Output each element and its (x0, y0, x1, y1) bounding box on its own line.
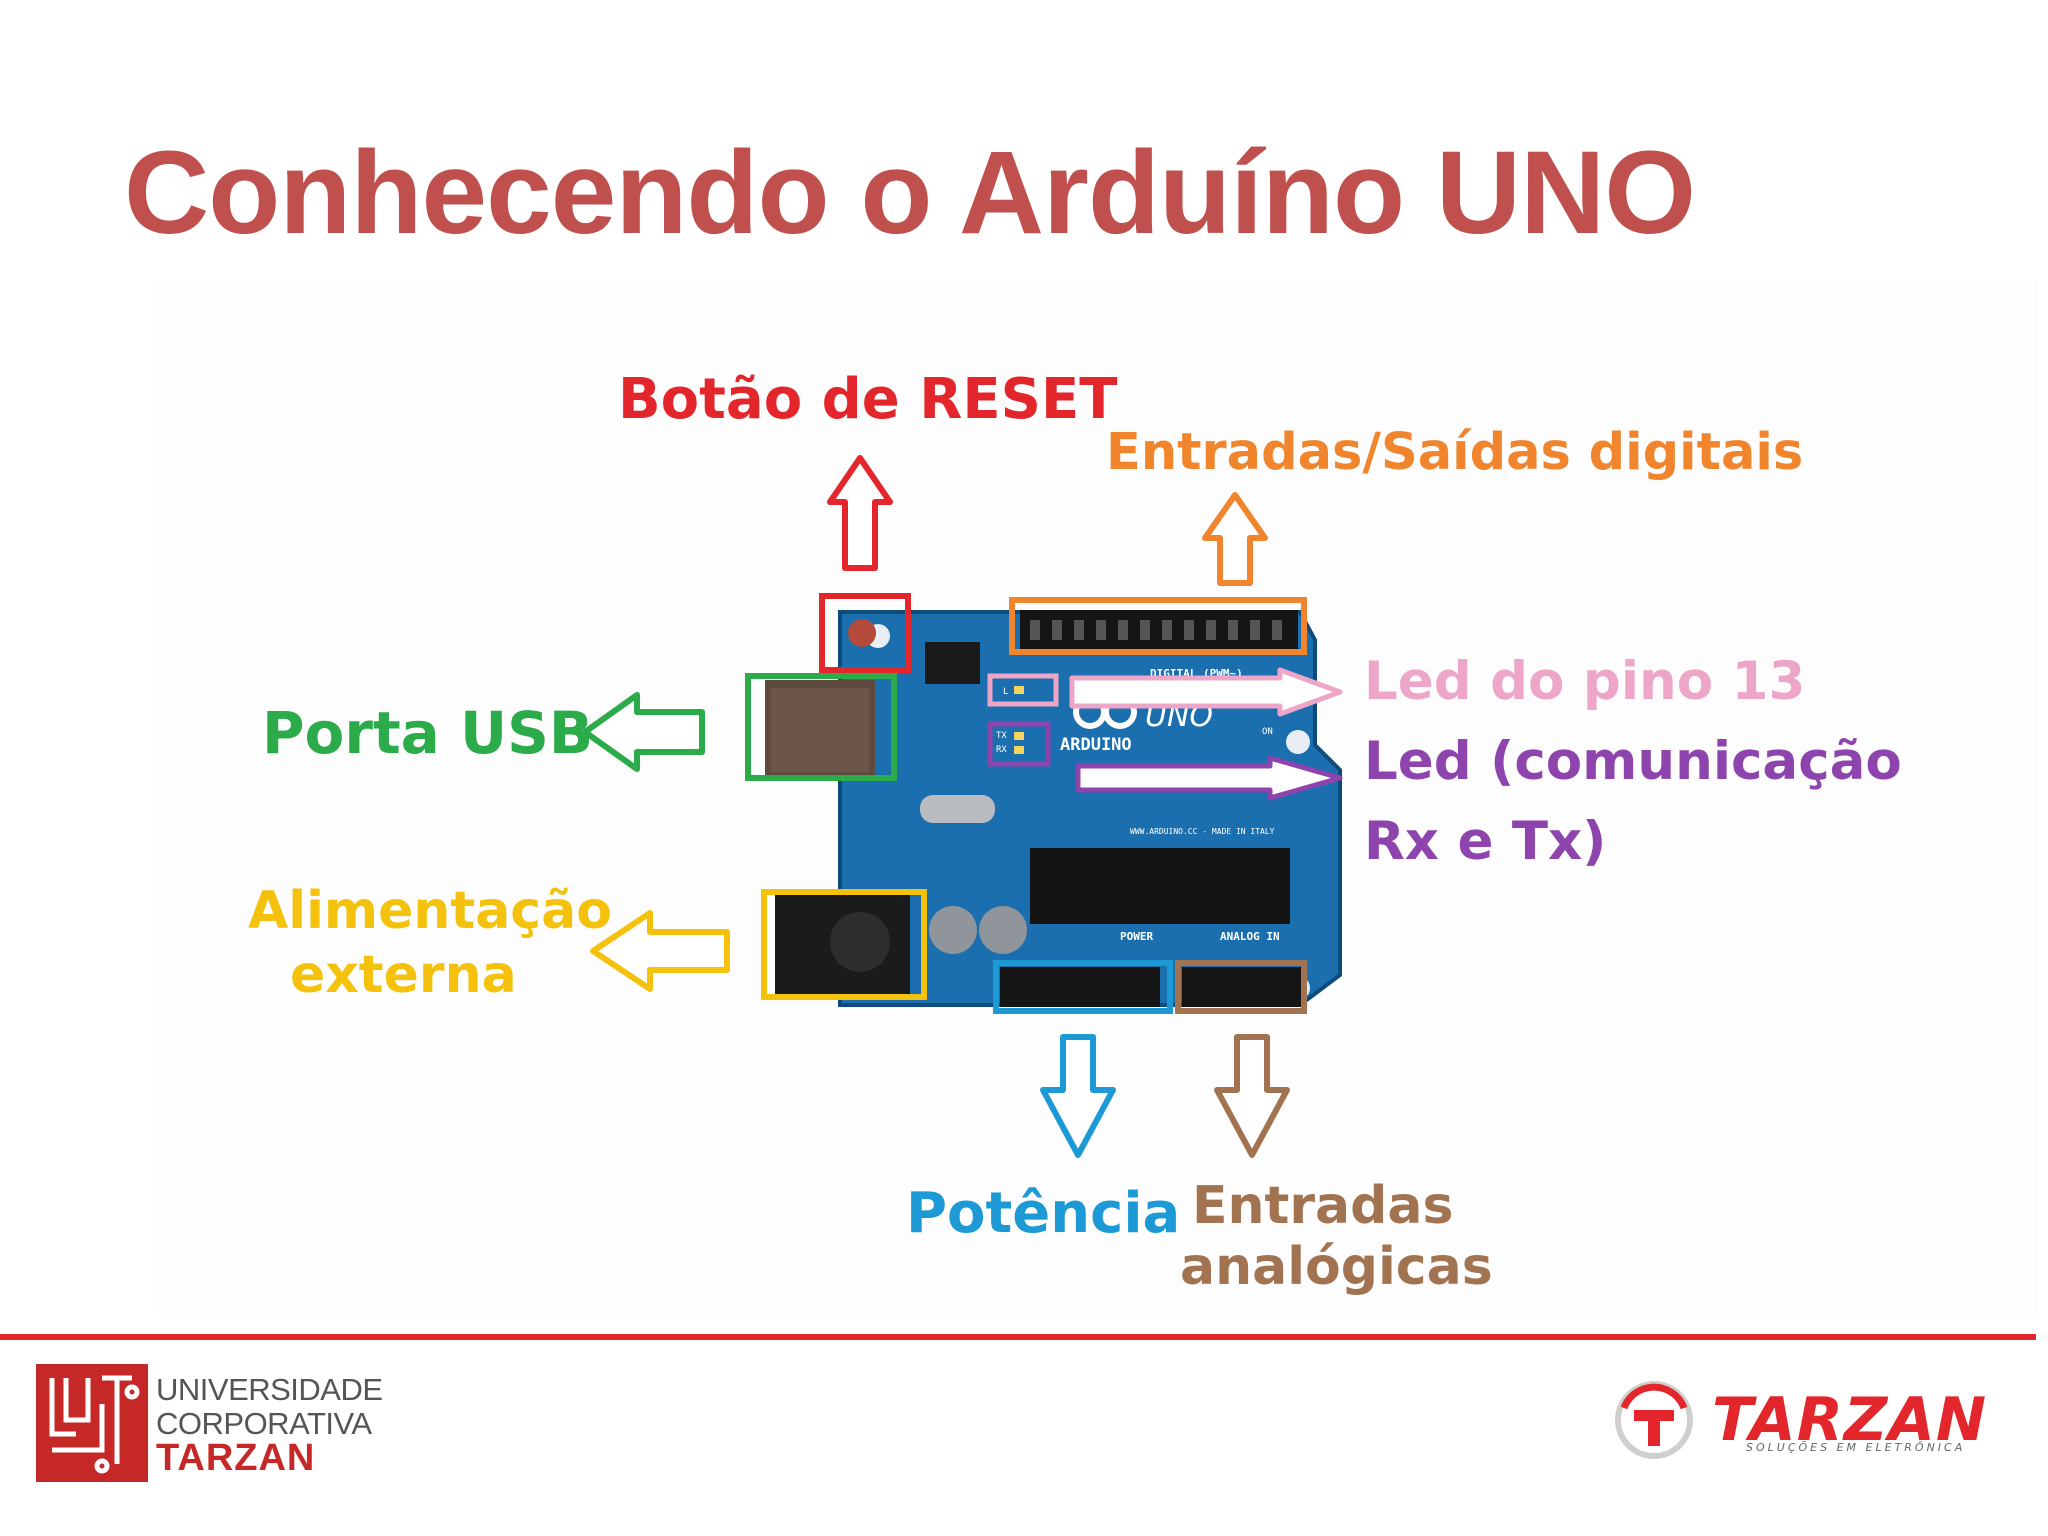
digital-highlight-box (1009, 597, 1307, 655)
reset-label: Botão de RESET (618, 367, 1118, 432)
digital-arrow-icon (1202, 492, 1268, 586)
digital-label: Entradas/Saídas digitais (1106, 423, 1804, 482)
board-brand: ARDUINO (1060, 735, 1132, 755)
analog-label-line2: analógicas (1180, 1237, 1493, 1297)
board-led-on: ON (1262, 727, 1273, 737)
slide-title: Conhecendo o Arduíno UNO (124, 127, 1696, 259)
universidade-logo-icon (36, 1364, 148, 1482)
led13-arrow-icon (1069, 667, 1343, 717)
board-led-tx: TX (996, 731, 1007, 741)
universidade-name: UNIVERSIDADE CORPORATIVA TARZAN (156, 1372, 383, 1479)
analog-header-highlight-box (1175, 960, 1307, 1014)
board-power-label: POWER (1120, 930, 1153, 943)
analog-label-line1: Entradas (1192, 1176, 1454, 1236)
power-label: Potência (906, 1181, 1181, 1246)
board-analog-label: ANALOG IN (1220, 930, 1280, 943)
footer-divider (0, 1334, 2036, 1340)
uc-line1: UNIVERSIDADE (156, 1372, 383, 1407)
reset-highlight-box (819, 593, 911, 673)
reset-arrow-icon (827, 455, 893, 571)
tarzan-logo-icon (1615, 1381, 1693, 1459)
usb-label: Porta USB (262, 699, 594, 767)
ledcom-arrow-icon (1075, 755, 1343, 801)
power-jack-highlight-box (761, 889, 927, 1000)
analog-arrow-icon (1214, 1034, 1290, 1158)
power-ext-label-line2: externa (290, 945, 517, 1005)
arduino-board: ARDUINO UNO DIGITAL (PWM~) POWER ANALOG … (765, 610, 1342, 1007)
tarzan-tagline: SOLUÇÕES EM ELETRÔNICA (1746, 1441, 1966, 1454)
power-header-highlight-box (993, 960, 1173, 1014)
power-arrow-icon (1040, 1034, 1116, 1158)
board-site: WWW.ARDUINO.CC - MADE IN ITALY (1130, 827, 1275, 836)
board-led-l: L (1003, 687, 1008, 697)
led13-highlight-box (987, 673, 1059, 707)
power-ext-label-line1: Alimentação (248, 881, 612, 941)
tarzan-name: TARZAN (1712, 1385, 1988, 1455)
usb-arrow-icon (582, 692, 705, 772)
uc-line2: CORPORATIVA (156, 1406, 372, 1441)
ledcom-label-line1: Led (comunicação (1364, 731, 1902, 792)
led13-label: Led do pino 13 (1364, 651, 1806, 712)
uc-line3: TARZAN (156, 1437, 316, 1479)
power-ext-arrow-icon (590, 910, 730, 992)
ledcom-label-line2: Rx e Tx) (1364, 811, 1607, 872)
board-led-rx: RX (996, 745, 1007, 755)
usb-highlight-box (745, 673, 897, 781)
ledcom-highlight-box (987, 721, 1051, 767)
